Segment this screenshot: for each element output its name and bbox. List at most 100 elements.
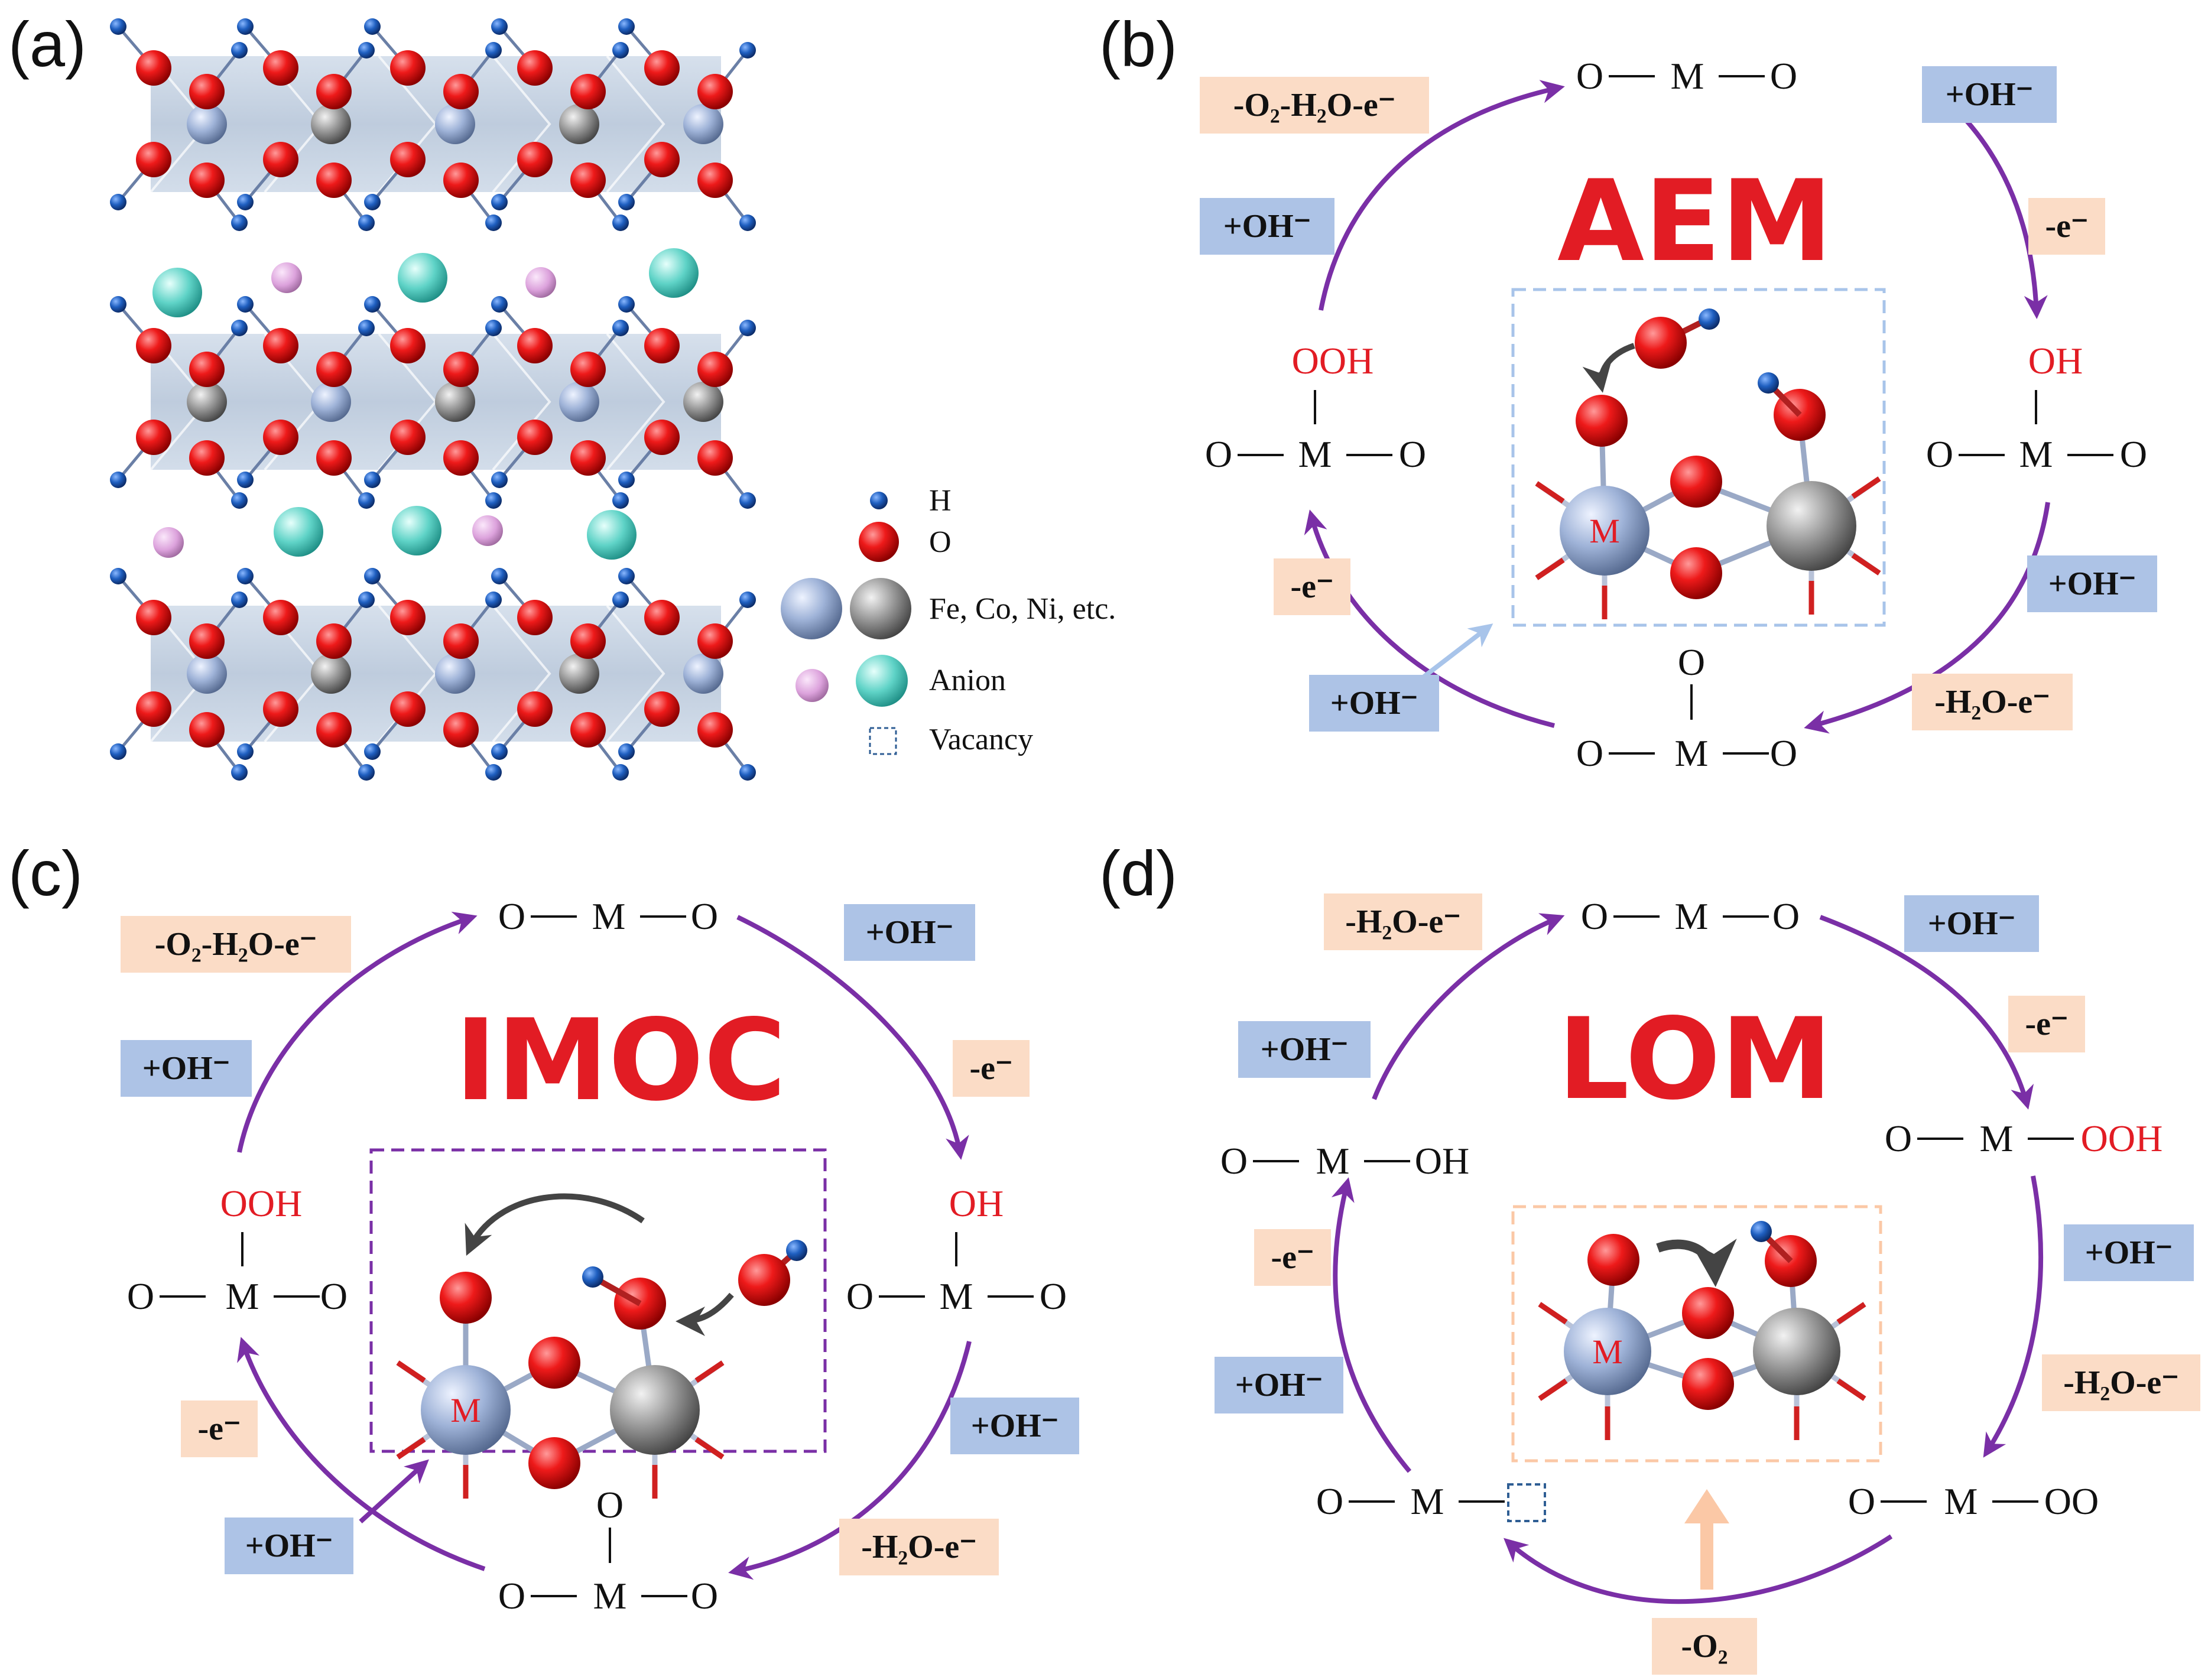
imoc-arrow-top-left [237, 911, 478, 1153]
oxygen-atom [517, 328, 553, 363]
imoc-step-4: -H₂O-e⁻ [861, 1529, 977, 1565]
imoc-active-site-inset: M [369, 1148, 827, 1499]
legend-h-label: H [929, 484, 952, 518]
imoc-bottom-o: O [596, 1484, 624, 1526]
hydrogen-atom [358, 320, 375, 336]
hydrogen-atom [739, 492, 756, 509]
oxygen-atom [517, 600, 553, 635]
oxygen-atom [316, 712, 352, 748]
oxygen-atom [189, 440, 225, 476]
transfer-arrow [465, 1193, 645, 1256]
aem-state-left: OOH O M O [1205, 340, 1426, 475]
svg-text:M: M [1671, 55, 1704, 97]
hydrogen-atom [364, 743, 381, 760]
imoc-step-7: +OH⁻ [142, 1050, 230, 1087]
svg-text:O: O [1926, 433, 1953, 475]
imoc-arrow-top-right [736, 915, 969, 1160]
aem-left-ooh: OOH [1292, 340, 1374, 382]
anion-atom [153, 527, 184, 558]
oxygen-atom [263, 420, 298, 455]
lom-step-2: -e⁻ [2025, 1006, 2068, 1042]
hydrogen-atom [1751, 1221, 1772, 1242]
panel-b-label: (b) [1099, 8, 1177, 80]
oxygen-atom [1682, 1358, 1734, 1410]
metal-cation-atom [311, 104, 351, 144]
active-metal-label: M [1592, 1333, 1623, 1371]
lom-step-1: +OH⁻ [1928, 905, 2016, 942]
hydrogen-atom [358, 42, 375, 59]
hydroxide-oxygen-atom [1635, 317, 1687, 369]
hydrogen-atom [618, 296, 635, 313]
hydrogen-atom [364, 194, 381, 210]
svg-text:O: O [1770, 732, 1797, 774]
hydrogen-atom [739, 215, 756, 231]
metal-cation-atom [311, 654, 351, 694]
oxygen-atom [136, 691, 171, 727]
oxygen-atom [443, 440, 479, 476]
lom-arrow-bottom [1504, 1534, 1893, 1604]
svg-text:O: O [1885, 1117, 1912, 1159]
hydrogen-atom [358, 764, 375, 781]
aem-title: AEM [1557, 156, 1833, 287]
oxygen-atom [136, 328, 171, 363]
svg-text:OOH: OOH [2081, 1117, 2163, 1159]
hydrogen-atom [231, 320, 248, 336]
hydrogen-atom [364, 568, 381, 584]
aem-arrow-bottom-left [1304, 509, 1555, 728]
lom-step-8: +OH⁻ [1261, 1031, 1349, 1068]
hydrogen-atom [491, 743, 508, 760]
hydroxide-hydrogen-atom [1699, 308, 1720, 330]
hydrogen-atom [618, 568, 635, 584]
hydroxide-layer [110, 18, 756, 231]
aem-step-7: +OH⁻ [1223, 208, 1311, 245]
active-metal-label: M [450, 1391, 481, 1429]
attack-arrow [676, 1292, 734, 1336]
hydrogen-atom [237, 472, 254, 488]
hydrogen-atom [739, 764, 756, 781]
svg-text:M: M [1675, 895, 1709, 937]
oxygen-atom [697, 712, 733, 748]
svg-text:M: M [1980, 1117, 2014, 1159]
oxygen-atom [697, 623, 733, 659]
lom-active-site-inset: M [1511, 1205, 1882, 1463]
hydrogen-atom [582, 1266, 603, 1288]
svg-text:O: O [1040, 1275, 1067, 1317]
metal-cation-atom [435, 104, 475, 144]
panel-a-label: (a) [8, 8, 86, 80]
legend-anion-pink-icon [795, 669, 829, 702]
lom-step-6: +OH⁻ [1235, 1367, 1323, 1403]
oxygen-atom [528, 1437, 580, 1489]
oxygen-atom [390, 142, 426, 177]
svg-text:O: O [127, 1275, 154, 1317]
hydrogen-atom [358, 492, 375, 509]
oxygen-atom [570, 74, 606, 109]
hydrogen-atom [110, 472, 126, 488]
panel-c-label: (c) [8, 837, 83, 909]
svg-text:O: O [1220, 1140, 1248, 1182]
svg-text:M: M [226, 1275, 259, 1317]
legend-metal-atom-icon-2 [850, 578, 911, 639]
oxygen-atom [263, 600, 298, 635]
svg-text:O: O [498, 895, 525, 937]
aem-step-tags: +OH⁻ -e⁻ +OH⁻ -H₂O-e⁻ +OH⁻ -e⁻ +OH⁻ -O₂-… [1200, 66, 2157, 732]
metal-cation-atom [311, 382, 351, 422]
oxygen-atom [136, 50, 171, 86]
hydrogen-atom [237, 194, 254, 210]
hydrogen-atom [612, 42, 629, 59]
oxygen-atom [644, 142, 680, 177]
lom-arrow-left [1331, 1177, 1412, 1473]
hydrogen-atom [358, 592, 375, 608]
imoc-arrow-bottom-left [237, 1337, 486, 1571]
lom-arrow-right [1983, 1175, 2043, 1458]
svg-text:O: O [691, 895, 718, 937]
hydrogen-atom [612, 215, 629, 231]
imoc-state-left: OOH O M O [127, 1182, 348, 1317]
panel-a-legend: H O Fe, Co, Ni, etc. Anion Vacancy [781, 484, 1116, 756]
legend-metal-label: Fe, Co, Ni, etc. [929, 592, 1116, 626]
oxygen-atom [390, 691, 426, 727]
svg-text:OH: OH [2028, 340, 2083, 382]
hydrogen-atom [618, 472, 635, 488]
hydrogen-atom [110, 296, 126, 313]
hydrogen-atom [491, 568, 508, 584]
oxygen-atom [644, 420, 680, 455]
